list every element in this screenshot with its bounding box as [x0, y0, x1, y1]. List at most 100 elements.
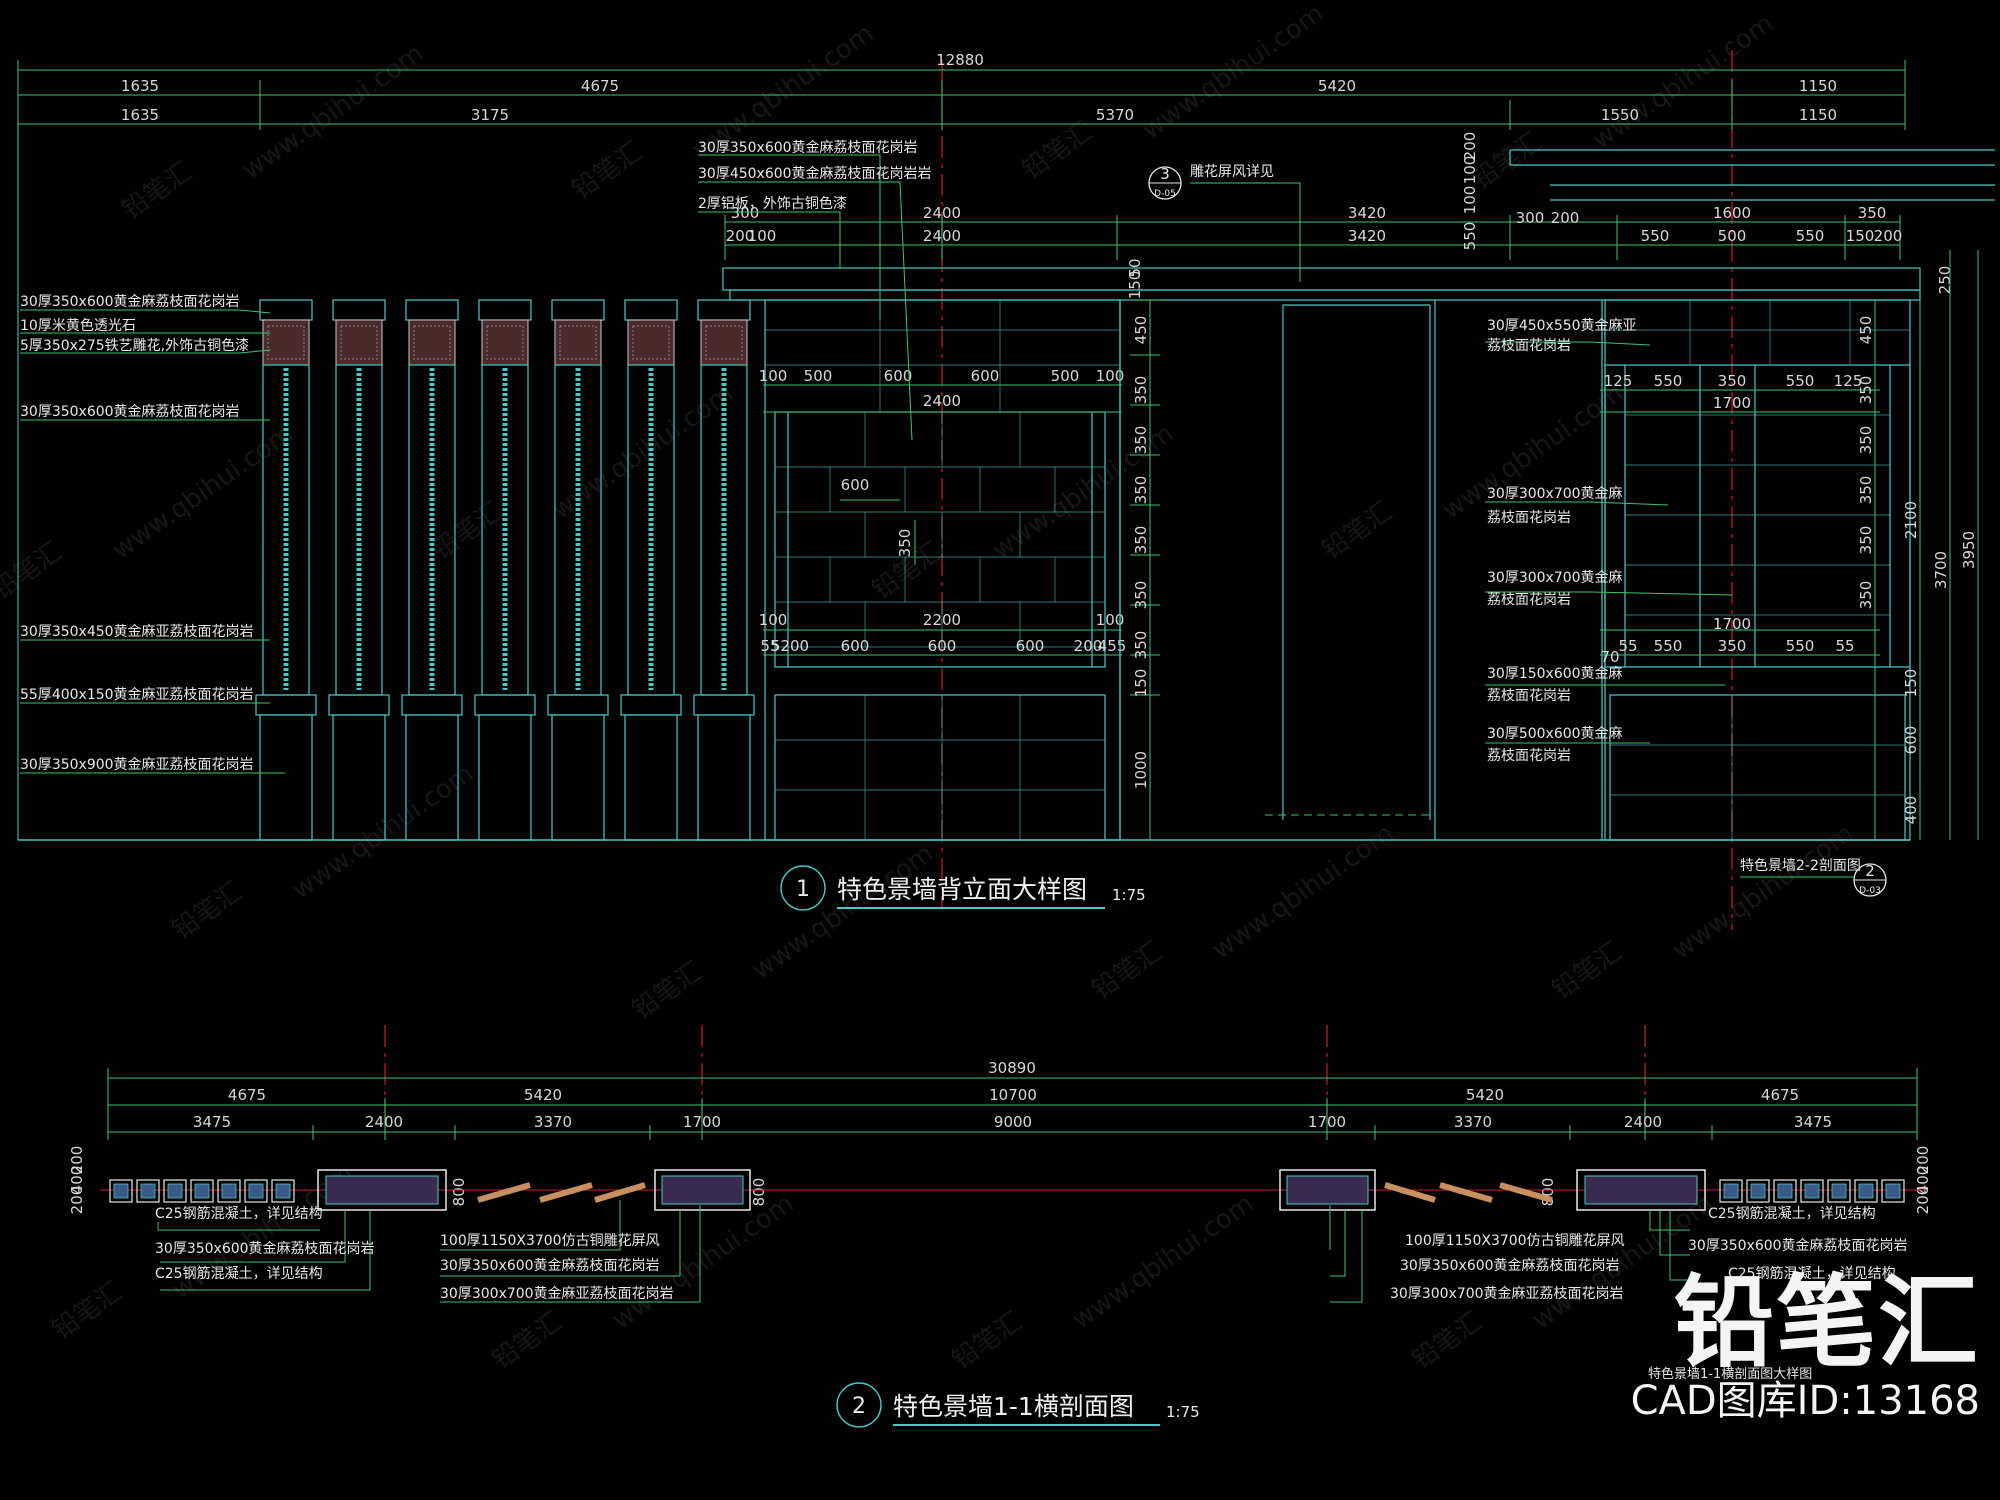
s-r1-2: 10700	[989, 1086, 1037, 1104]
dim-r2-1: 1635	[121, 106, 159, 124]
sn-hidden: 特色景墙1-1横剖面图大样图	[1648, 1366, 1812, 1382]
dim-mb-6: 300	[1516, 209, 1545, 227]
callout-section-2[interactable]: 2 D-03 特色景墙2-2剖面图	[1740, 857, 1887, 897]
dim-overall: 12880	[936, 51, 984, 69]
callout-2-sub: D-03	[1859, 886, 1881, 896]
s-r1-3: 5420	[1466, 1086, 1504, 1104]
section-post	[1773, 1179, 1797, 1203]
rv-6: 150	[1902, 669, 1920, 698]
callout-2-num: 2	[1865, 862, 1875, 880]
s-800-c: 800	[1539, 1178, 1557, 1207]
rn-1a: 30厚300x700黄金麻	[1487, 485, 1623, 502]
watermark-brand: 铅笔汇	[167, 876, 248, 945]
lv-4: 350	[1132, 526, 1150, 555]
pillar	[474, 299, 536, 841]
right-dim-lines	[1600, 250, 1979, 840]
sn-ml-0: 100厚1150X3700仿古铜雕花屏风	[440, 1233, 660, 1249]
s-r2-5: 1700	[1308, 1113, 1346, 1131]
rn-0b: 荔枝面花岗岩	[1487, 338, 1571, 354]
vt-8: 250	[1936, 266, 1954, 295]
section-post	[1854, 1179, 1878, 1203]
callout-3-text: 雕花屏风详见	[1190, 164, 1274, 180]
dim-mb-5: 550	[1461, 222, 1479, 251]
rpb-0: 70	[1600, 648, 1619, 666]
sn-mr-2: 30厚300x700黄金麻亚荔枝面花岗岩	[1390, 1285, 1624, 1302]
left-vert-dim-text: 450 350 350 350 350 350 350 150 1000	[1132, 316, 1150, 789]
stone-joints-right	[1605, 300, 1910, 840]
rvo-0: 2100	[1902, 501, 1920, 539]
s-r1-4: 4675	[1761, 1086, 1799, 1104]
dim-r2-3: 5370	[1096, 106, 1134, 124]
watermark-brand: 铅笔汇	[47, 1276, 128, 1345]
s-800-b: 800	[750, 1178, 768, 1207]
view1-title: 特色景墙背立面大样图	[837, 875, 1087, 904]
dim-300-left: 300	[731, 204, 760, 222]
dim-r1-1: 1635	[121, 77, 159, 95]
dim-r2-5: 1150	[1799, 106, 1837, 124]
section-dim-lines	[107, 1068, 1918, 1140]
watermark-brand: 铅笔汇	[1407, 1306, 1488, 1375]
rn-3b: 荔枝面花岗岩	[1487, 688, 1571, 704]
sn-r-1: 30厚350x600黄金麻荔枝面花岗岩	[1688, 1237, 1908, 1254]
s-side-r1: 400	[1914, 1166, 1932, 1195]
rv-8: 400	[1902, 796, 1920, 825]
sn-ml-2: 30厚300x700黄金麻亚荔枝面花岗岩	[440, 1285, 674, 1302]
lv-5: 350	[1132, 581, 1150, 610]
in-600: 600	[841, 476, 870, 494]
rn-3a: 30厚150x600黄金麻	[1487, 665, 1623, 682]
callout-2-text: 特色景墙2-2剖面图	[1740, 857, 1861, 874]
s-overall: 30890	[988, 1059, 1036, 1077]
watermark-text: www.qbihui.com	[237, 38, 429, 185]
lv-7: 150	[1132, 669, 1150, 698]
watermark-text: www.qbihui.com	[1067, 1188, 1259, 1335]
rv-0: 450	[1857, 316, 1875, 345]
watermark-brand: 铅笔汇	[947, 1306, 1028, 1375]
right-leaders	[1485, 341, 1733, 744]
in-b-5: 200	[1074, 637, 1103, 655]
s-r2-6: 3370	[1454, 1113, 1492, 1131]
dim-r2-2: 3175	[471, 106, 509, 124]
s-r2-7: 2400	[1624, 1113, 1662, 1131]
section-post	[1881, 1179, 1905, 1203]
section-wall-blocks	[317, 1169, 1706, 1211]
in-t-2: 600	[884, 367, 913, 385]
view1-number: 1	[796, 877, 810, 902]
dim-ma-1: 2400	[923, 204, 961, 222]
section-post	[271, 1179, 295, 1203]
section-notes: C25钢筋混凝土，详见结构 30厚350x600黄金麻荔枝面花岗岩 C25钢筋混…	[155, 1205, 1908, 1382]
ln-4: 30厚350x450黄金麻亚荔枝面花岗岩	[20, 623, 254, 640]
in-b-0: 55	[760, 637, 779, 655]
dim-mb-7: 200	[1551, 209, 1580, 227]
rp-2: 350	[1718, 372, 1747, 390]
dim-mb-12: 200	[1874, 227, 1903, 245]
dim-mb-4: 3420	[1348, 227, 1386, 245]
in-b-100a: 100	[759, 611, 788, 629]
pillar	[693, 299, 755, 841]
view2-scale: 1:75	[1166, 1403, 1200, 1421]
dim-r1-3: 5420	[1318, 77, 1356, 95]
ln-6: 30厚350x900黄金麻亚荔枝面花岗岩	[20, 756, 254, 773]
sn-mr-0: 100厚1150X3700仿古铜雕花屏风	[1405, 1233, 1625, 1249]
s-side-l1: 400	[68, 1166, 86, 1195]
in-t-4: 500	[1051, 367, 1080, 385]
in-t-3: 600	[971, 367, 1000, 385]
ln-5: 55厚400x150黄金麻亚荔枝面花岗岩	[20, 686, 254, 703]
rv-3: 350	[1857, 476, 1875, 505]
callout-detail-3[interactable]: 3 D-05 雕花屏风详见	[1148, 164, 1301, 282]
sn-l-2: C25钢筋混凝土，详见结构	[155, 1265, 323, 1282]
watermark-text: www.qbihui.com	[287, 758, 479, 905]
rpb-4: 550	[1786, 637, 1815, 655]
top-notes: 30厚350x600黄金麻荔枝面花岗岩 30厚450x600黄金麻荔枝面花岗岩岩…	[698, 139, 932, 212]
section-post	[190, 1179, 214, 1203]
sn-mr-1: 30厚350x600黄金麻荔枝面花岗岩	[1400, 1257, 1620, 1274]
sn-r-2: C25钢筋混凝土，详见结构	[1728, 1265, 1896, 1282]
watermark-brand: 铅笔汇	[117, 156, 198, 225]
roof-slab	[722, 149, 1995, 301]
brand-name: 铅笔汇	[1674, 1264, 1980, 1381]
watermark-text: www.qbihui.com	[747, 838, 939, 985]
rn-0a: 30厚450x550黄金麻亚	[1487, 317, 1637, 334]
s-800-a: 800	[450, 1178, 468, 1207]
section-post	[109, 1179, 133, 1203]
tn-2: 2厚铝板，外饰古铜色漆	[698, 195, 847, 212]
rv-2: 350	[1857, 426, 1875, 455]
